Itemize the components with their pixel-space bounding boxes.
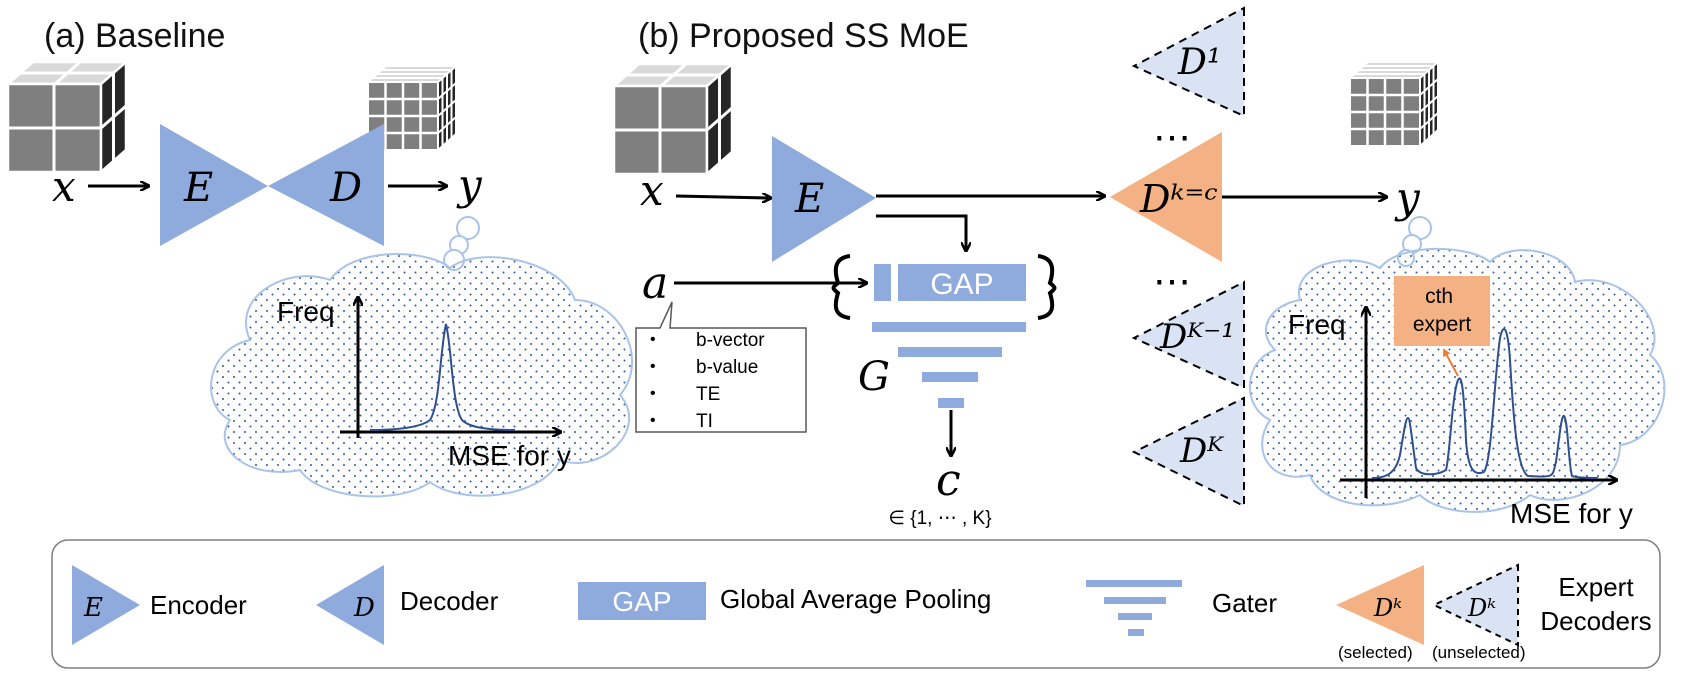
encoder-label: E [183, 165, 213, 211]
plot-b: Freq MSE for y cth expert [1288, 276, 1633, 529]
legend-selected-label: (selected) [1338, 643, 1413, 662]
svg-text:•: • [650, 412, 656, 429]
svg-text:Dᵏ: Dᵏ [1373, 594, 1402, 622]
metadata-callout: • • • • b-vector b-value TE TI [635, 301, 807, 433]
encoder-shape-b [772, 136, 876, 262]
legend-encoder-icon [72, 565, 140, 645]
expert-note-text: cth expert [1413, 285, 1472, 336]
expert-decoder-k-minus-1: Dᴷ⁻¹ [1131, 280, 1245, 390]
aux-a-label: a [642, 258, 668, 309]
concat-bracket-left [831, 254, 851, 320]
output-y-label-b: y [1394, 173, 1421, 222]
expert-note-pointer [1443, 348, 1459, 377]
arrow-x-to-encoder-b [675, 196, 770, 198]
gap-block [898, 264, 1026, 301]
gater-label: G [858, 354, 890, 400]
callout-item-b-value: b-value [696, 357, 758, 378]
gap-label: GAP [930, 268, 993, 301]
svg-text:•: • [650, 385, 656, 402]
legend-unselected-label: (unselected) [1432, 643, 1526, 662]
legend: E Encoder D Decoder GAP Global Average P… [51, 539, 1661, 669]
choice-set-label: ∈ {1, ⋯ , K} [888, 508, 991, 529]
panel-a-title: (a) Baseline [44, 17, 225, 55]
expert-note-box [1394, 276, 1490, 346]
decoder-shape [268, 124, 384, 246]
plot-b-xlabel: MSE for y [1510, 498, 1633, 529]
legend-selected-decoder-icon [1336, 565, 1424, 645]
thought-bubble-b [1248, 216, 1666, 513]
svg-text:Dᴷ⁻¹: Dᴷ⁻¹ [1159, 317, 1235, 357]
svg-text:GAP: GAP [612, 586, 671, 617]
expert-decoder-selected [1110, 132, 1222, 262]
svg-text:Dᵏ: Dᵏ [1467, 594, 1496, 622]
decoder-ellipsis-top: ⋯ [1153, 117, 1191, 159]
plot-a: Freq MSE for y [277, 296, 571, 471]
legend-unselected-decoder-icon [1431, 563, 1519, 647]
callout-item-ti: TI [696, 411, 713, 432]
decoder-ellipsis-bottom: ⋯ [1153, 261, 1191, 303]
legend-encoder-label: Encoder [150, 590, 247, 620]
output-volume-icon [365, 63, 459, 153]
panel-a: (a) Baseline [4, 17, 633, 498]
plot-a-ylabel: Freq [277, 296, 335, 327]
error-distribution-curve [369, 323, 516, 431]
legend-decoder-label: Decoder [400, 586, 499, 616]
svg-text:•: • [650, 358, 656, 375]
legend-expert-label-2: Decoders [1540, 606, 1651, 636]
encoder-shape [160, 124, 268, 246]
output-volume-icon-b [1347, 59, 1441, 149]
multimodal-error-curve [1371, 328, 1599, 479]
arrow-encoder-to-gap [876, 214, 966, 250]
thought-bubble-a [210, 216, 633, 498]
legend-gater-icon [1086, 580, 1182, 636]
legend-box [51, 539, 1661, 669]
gater-funnel [872, 322, 1026, 408]
panel-b: (b) Proposed SS MoE [610, 6, 1666, 529]
encoder-label-b: E [794, 176, 824, 222]
aux-vector-bar [874, 264, 891, 301]
legend-gater-label: Gater [1212, 588, 1277, 618]
decoder-label: D [329, 165, 362, 211]
plot-b-ylabel: Freq [1288, 309, 1346, 340]
legend-gap-label: Global Average Pooling [720, 584, 991, 614]
expert-decoder-1: D¹ [1131, 6, 1245, 118]
legend-expert-label-1: Expert [1558, 572, 1634, 602]
legend-decoder-icon [316, 565, 384, 645]
svg-text:•: • [650, 331, 656, 348]
svg-text:D¹: D¹ [1177, 42, 1221, 83]
input-x-label-b: x [640, 166, 664, 215]
concat-bracket-right [1037, 254, 1057, 320]
legend-gap-icon [578, 582, 706, 620]
expert-decoder-k: Dᴷ [1131, 396, 1245, 508]
svg-text:E: E [83, 593, 103, 623]
callout-item-b-vector: b-vector [696, 330, 765, 351]
callout-item-te: TE [696, 384, 720, 405]
svg-text:D: D [353, 593, 375, 623]
input-x-label: x [52, 162, 76, 211]
svg-text:Dᴷ: Dᴷ [1179, 431, 1225, 471]
panel-b-title: (b) Proposed SS MoE [638, 17, 969, 55]
output-y-label: y [456, 160, 483, 209]
input-volume-icon-b [610, 61, 736, 177]
choice-c-label: c [936, 455, 961, 506]
input-volume-icon [4, 59, 130, 175]
expert-decoder-selected-label: Dᵏ⁼ᶜ [1139, 177, 1218, 221]
plot-a-xlabel: MSE for y [448, 440, 571, 471]
